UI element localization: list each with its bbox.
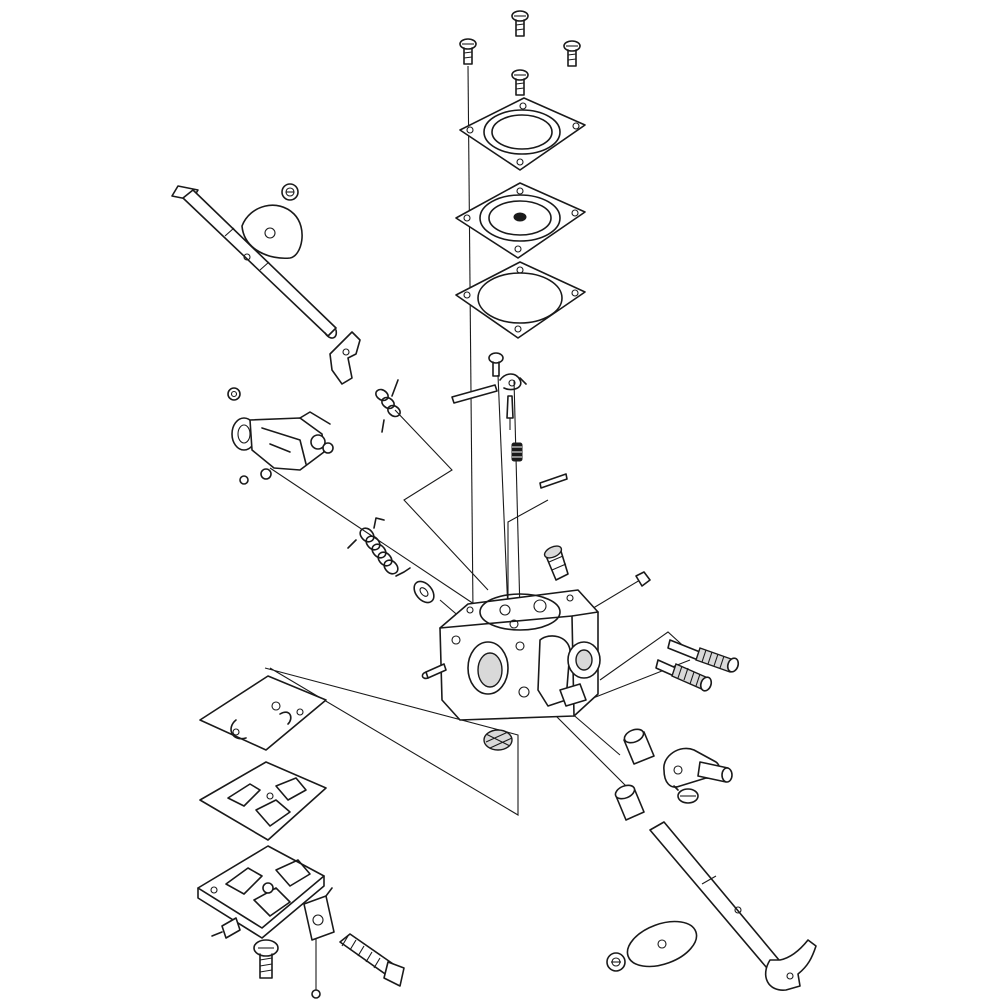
pump-cover-bracket [303,887,335,941]
primer-plunger [339,933,405,987]
throttle-nut [227,387,241,401]
throttle-plate-screw [606,952,626,972]
throttle-washer [413,580,435,604]
cover-screw-3 [459,38,477,65]
low-speed-needle [667,639,740,673]
cover-screw-2 [563,40,581,67]
pump-cover-plate [459,97,586,171]
pump-gasket [199,761,327,841]
high-speed-needle [655,659,713,692]
lever-pin [539,473,568,489]
choke-shaft [171,185,338,339]
leader-gasket-bottom [264,667,519,816]
lever-spring [511,442,523,462]
pump-cover-screw [253,939,279,979]
throttle-plate [626,920,698,968]
choke-plate [241,204,303,260]
leader-pin [507,499,549,612]
idle-lever-screw [673,785,699,804]
choke-spring [375,379,401,433]
carburetor-body [421,589,601,721]
metering-diaphragm [455,182,586,259]
idle-screw-nut [635,571,651,587]
leader-cap [589,579,641,611]
shaft-bushing-upper [623,728,655,765]
inlet-needle [506,395,514,430]
throttle-return-spring [347,517,411,577]
leader-spring-upper [394,409,489,591]
fuel-inlet-nipple [543,545,569,581]
shaft-bushing-lower [614,784,645,821]
diaphragm-gasket [455,261,586,339]
choke-screw [281,183,299,201]
leader-needle [513,379,521,613]
metering-lever [451,373,527,404]
cover-screw-4 [511,69,529,96]
idle-lever [663,747,733,788]
cover-screw-1 [511,10,529,37]
fuel-filter-screen [483,729,513,751]
throttle-shaft [649,821,817,991]
choke-lever [329,331,361,385]
throttle-lever-assembly [231,411,334,485]
lever-screw [488,352,504,377]
leader-lever-pin [497,374,509,613]
leader-lines [264,65,691,990]
pump-cover [197,845,325,939]
bottom-screw [311,989,321,999]
leader-screw-left [467,65,474,613]
pump-diaphragm [199,675,327,751]
